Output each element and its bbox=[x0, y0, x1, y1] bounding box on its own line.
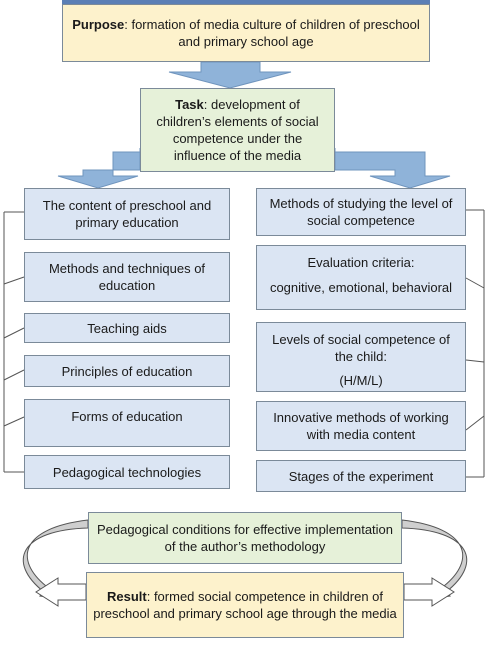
purpose-description: : formation of media culture of children… bbox=[124, 17, 420, 49]
right-item-innovative-label: Innovative methods of working with media… bbox=[273, 410, 449, 442]
top-accent-bar bbox=[62, 0, 430, 4]
conditions-text: Pedagogical conditions for effective imp… bbox=[96, 522, 394, 554]
task-text: Task: development of children’s elements… bbox=[147, 96, 328, 164]
result-label: Result bbox=[106, 589, 147, 604]
criteria-title: Evaluation criteria: bbox=[307, 255, 415, 270]
curved-arrow-right bbox=[401, 519, 468, 599]
left-item-principles-label: Principles of education bbox=[61, 363, 193, 379]
purpose-text: Purpose: formation of media culture of c… bbox=[69, 16, 423, 50]
left-item-technologies-label: Pedagogical technologies bbox=[52, 464, 202, 480]
left-item-forms: Forms of education bbox=[24, 399, 230, 447]
left-item-aids-label: Teaching aids bbox=[87, 320, 167, 336]
left-item-methods-label: Methods and techniques of education bbox=[48, 261, 206, 293]
task-box: Task: development of children’s elements… bbox=[140, 88, 335, 172]
right-item-stages: Stages of the experiment bbox=[256, 460, 466, 492]
left-item-content: The content of preschool and primary edu… bbox=[24, 188, 230, 240]
arrow-into-result-left bbox=[35, 577, 87, 607]
left-item-content-label: The content of preschool and primary edu… bbox=[42, 198, 212, 230]
left-item-aids: Teaching aids bbox=[24, 313, 230, 343]
criteria-values: cognitive, emotional, behavioral bbox=[269, 280, 453, 295]
right-bracket bbox=[465, 209, 485, 478]
right-item-methods-studying-label: Methods of studying the level of social … bbox=[269, 196, 453, 228]
right-item-stages-label: Stages of the experiment bbox=[288, 468, 434, 484]
task-label: Task bbox=[175, 97, 204, 112]
levels-title: Levels of social competence of the child… bbox=[272, 332, 450, 364]
purpose-label: Purpose bbox=[72, 17, 125, 32]
arrow-purpose-to-task bbox=[168, 61, 292, 89]
left-item-forms-label: Forms of education bbox=[71, 409, 183, 424]
result-text: Result: formed social competence in chil… bbox=[93, 588, 397, 622]
arrow-task-to-right bbox=[334, 148, 451, 189]
left-item-methods: Methods and techniques of education bbox=[24, 252, 230, 302]
result-box: Result: formed social competence in chil… bbox=[86, 572, 404, 638]
right-item-criteria: Evaluation criteria: cognitive, emotiona… bbox=[256, 245, 466, 310]
purpose-box: Purpose: formation of media culture of c… bbox=[62, 4, 430, 62]
curved-arrow-left bbox=[22, 519, 89, 599]
right-item-levels: Levels of social competence of the child… bbox=[256, 322, 466, 392]
arrow-into-result-right bbox=[403, 577, 455, 607]
right-item-innovative: Innovative methods of working with media… bbox=[256, 401, 466, 451]
arrow-task-to-left bbox=[57, 148, 141, 189]
conditions-box: Pedagogical conditions for effective imp… bbox=[88, 512, 402, 564]
levels-values: (H/M/L) bbox=[339, 373, 383, 388]
task-description: : development of children’s elements of … bbox=[156, 97, 319, 163]
right-item-methods-studying: Methods of studying the level of social … bbox=[256, 188, 466, 236]
left-bracket bbox=[3, 211, 25, 473]
left-item-principles: Principles of education bbox=[24, 355, 230, 387]
result-description: : formed social competence in children o… bbox=[93, 589, 397, 621]
left-item-technologies: Pedagogical technologies bbox=[24, 455, 230, 489]
